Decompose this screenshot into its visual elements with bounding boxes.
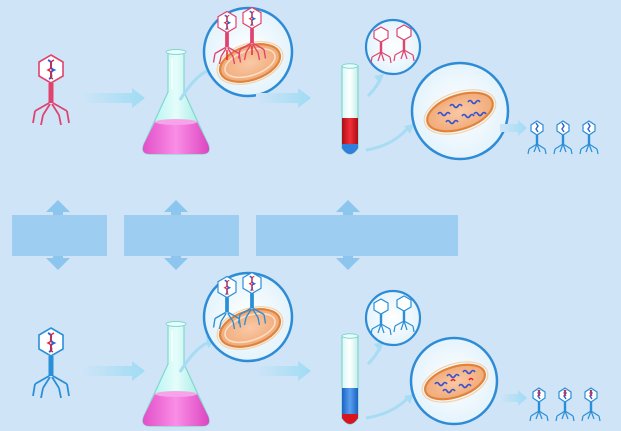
bottom-row <box>32 271 601 427</box>
centrifuge-tube-icon-bottom <box>341 333 359 425</box>
centrifuge-tube-icon-top <box>341 63 359 155</box>
flow-arrow-2-top <box>256 88 311 108</box>
zoom-circle-icon-sediment-bottom <box>409 336 499 426</box>
conical-flask-icon-top <box>141 48 211 155</box>
conical-flask-icon-bottom <box>141 320 211 427</box>
flow-arrow-1-bottom <box>82 361 145 381</box>
progeny-phages-top <box>527 120 599 155</box>
zoom-circle-icon-sediment-top <box>410 61 510 161</box>
zoom-circle-icon-supernatant-bottom <box>364 289 422 347</box>
labeled-phage-icon-top <box>32 54 70 126</box>
label-box-2 <box>124 215 239 256</box>
labeled-phage-icon-bottom <box>32 327 70 399</box>
progeny-phages-bottom <box>529 387 601 422</box>
label-box-3 <box>256 215 458 256</box>
zoom-circle-icon-infection-bottom <box>202 271 294 363</box>
flow-arrow-1-top <box>82 88 145 108</box>
top-row <box>32 6 599 161</box>
comparison-labels <box>12 200 458 270</box>
flow-arrow-2-bottom <box>256 361 311 381</box>
zoom-circle-icon-supernatant-top <box>364 18 422 76</box>
label-box-1 <box>12 215 107 256</box>
zoom-circle-icon-infection-top <box>202 6 294 98</box>
